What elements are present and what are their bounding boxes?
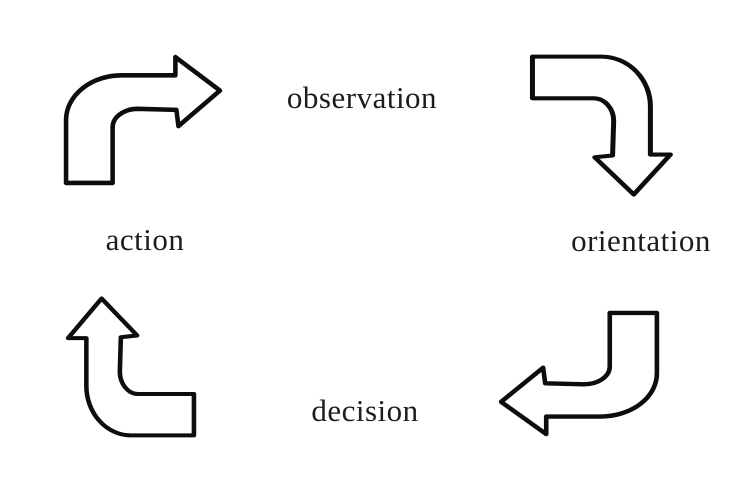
curved-arrow-decision-to-action-icon bbox=[65, 296, 197, 438]
curved-arrow-observation-to-orientation-icon bbox=[529, 54, 673, 197]
label-action: action bbox=[105, 222, 185, 257]
curved-arrow-orientation-to-decision-icon bbox=[498, 310, 660, 437]
curved-arrow-action-to-observation-icon bbox=[63, 54, 223, 186]
label-observation: observation bbox=[286, 80, 438, 115]
label-orientation: orientation bbox=[571, 223, 711, 258]
label-decision: decision bbox=[311, 393, 419, 428]
